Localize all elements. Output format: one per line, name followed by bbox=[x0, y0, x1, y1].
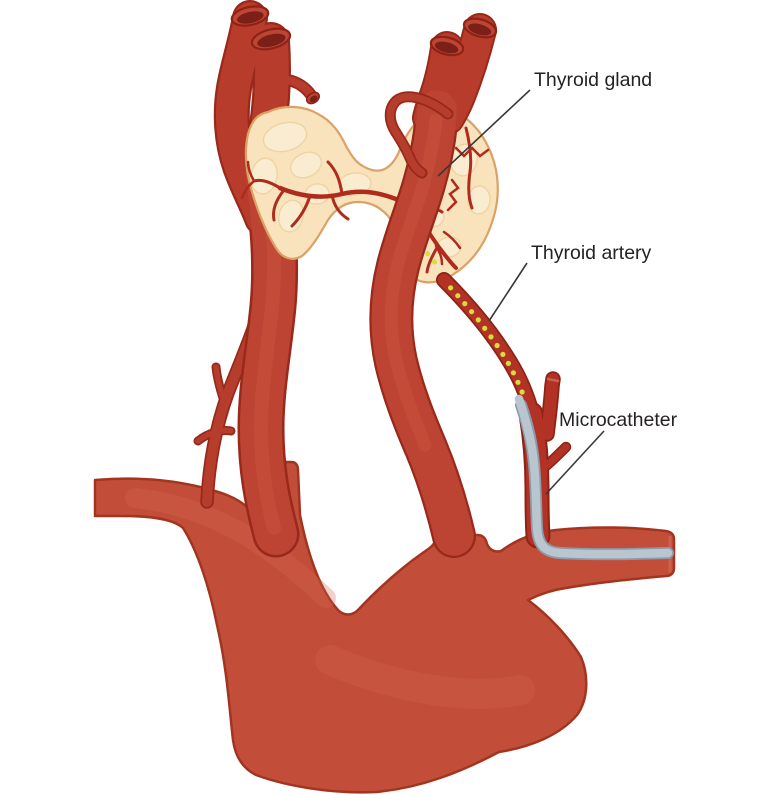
left-common-carotid-artery bbox=[213, 0, 321, 558]
embolic-particle bbox=[505, 360, 511, 366]
microcatheter bbox=[514, 394, 673, 559]
embolic-particle bbox=[500, 351, 506, 357]
trunk-twig bbox=[542, 443, 570, 470]
right-internal-carotid-opening bbox=[429, 35, 465, 57]
left-superior-thyroid-branch bbox=[283, 75, 316, 100]
label-thyroid-gland: Thyroid gland bbox=[534, 69, 652, 91]
trunk-stub bbox=[541, 373, 559, 440]
trunk-stub-cut-rim bbox=[546, 377, 560, 383]
embolic-particle bbox=[482, 325, 488, 331]
label-microcatheter: Microcatheter bbox=[559, 409, 678, 431]
left-trunk-twig bbox=[213, 364, 227, 404]
aorta-highlight bbox=[125, 488, 336, 608]
right-superior-thyroid-artery bbox=[384, 91, 454, 179]
embolic-particle bbox=[510, 370, 516, 376]
embolic-particle bbox=[515, 379, 521, 385]
leader-line-microcatheter bbox=[545, 430, 605, 495]
left-trunk-twig bbox=[195, 427, 234, 444]
right-external-carotid-opening bbox=[462, 17, 498, 39]
artery-embolic-particles bbox=[448, 285, 525, 395]
left-external-carotid-opening bbox=[250, 27, 292, 51]
left-internal-carotid-opening bbox=[230, 5, 270, 27]
embolic-particle bbox=[462, 301, 468, 307]
embolic-particle bbox=[448, 285, 454, 291]
embolic-particle bbox=[425, 251, 431, 257]
embolic-particle bbox=[475, 317, 481, 323]
embolic-particle bbox=[519, 389, 525, 395]
aortic-arch-complex bbox=[93, 460, 676, 794]
thyroid-artery-complex bbox=[436, 272, 674, 561]
embolic-particle bbox=[431, 259, 438, 265]
thyroid-artery-vessel bbox=[437, 273, 539, 421]
embolic-particle bbox=[494, 342, 500, 349]
leader-line-thyroid-gland bbox=[437, 89, 531, 177]
superior-thyroid-loop bbox=[386, 93, 452, 177]
leader-line-thyroid-artery bbox=[488, 262, 528, 322]
right-carotid-highlight bbox=[384, 113, 443, 452]
left-superior-thyroid-opening bbox=[305, 91, 321, 105]
aorta-highlight bbox=[315, 645, 535, 709]
embolic-particle bbox=[455, 293, 461, 299]
embolic-particle bbox=[469, 309, 475, 315]
label-thyroid-artery: Thyroid artery bbox=[531, 242, 652, 264]
embolic-particle bbox=[488, 334, 494, 340]
annotations: Thyroid gland Thyroid artery Microcathet… bbox=[437, 69, 678, 495]
right-carotid-main bbox=[371, 90, 474, 556]
